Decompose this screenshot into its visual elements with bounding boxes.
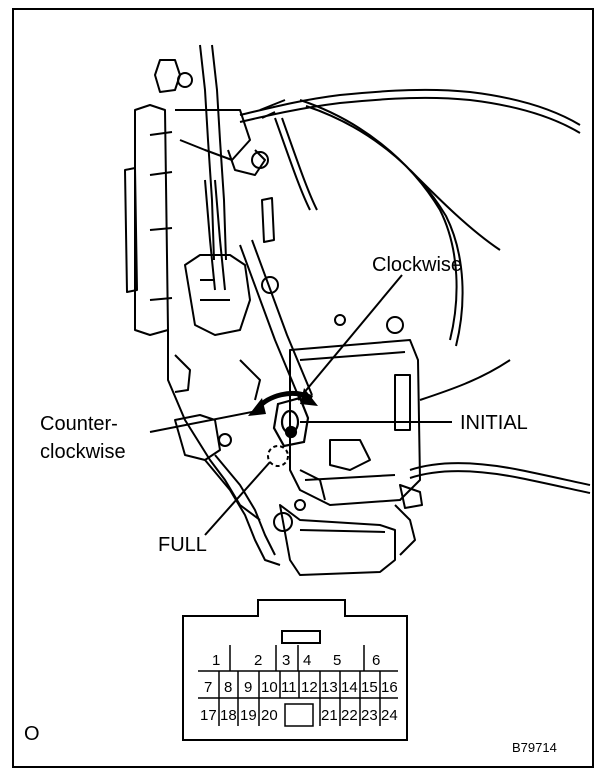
label-counterclockwise-line1: Counter- — [40, 413, 118, 435]
label-counterclockwise-line2: clockwise — [40, 441, 126, 463]
label-initial: INITIAL — [460, 412, 528, 434]
pin-number: 9 — [244, 679, 252, 696]
lock-mechanism-drawing — [124, 44, 591, 576]
pin-number: 20 — [261, 707, 278, 724]
pin-number: 18 — [220, 707, 237, 724]
pin-number: 1 — [212, 652, 220, 669]
lock-knob-full-position — [267, 445, 289, 467]
connector-face — [182, 599, 408, 741]
connector-row-2: 7 8 9 10 11 12 13 14 15 16 — [204, 679, 398, 696]
pin-number: 16 — [381, 679, 398, 696]
full-leader — [204, 461, 271, 536]
figure-code: B79714 — [512, 740, 557, 755]
pin-number: 21 — [321, 707, 338, 724]
arrowhead-clockwise-icon — [300, 388, 318, 406]
pin-number: 13 — [321, 679, 338, 696]
connector-row-3: 17 18 19 20 21 22 23 24 — [200, 707, 398, 724]
pin-number: 12 — [301, 679, 318, 696]
pin-number: 3 — [282, 652, 290, 669]
pin-number: 24 — [381, 707, 398, 724]
figure-frame — [12, 8, 594, 768]
counterclockwise-leader — [149, 409, 263, 433]
label-clockwise: Clockwise — [372, 254, 462, 276]
pin-number: 22 — [341, 707, 358, 724]
pin-number: 17 — [200, 707, 217, 724]
pin-number: 10 — [261, 679, 278, 696]
pin-number: 7 — [204, 679, 212, 696]
connector-row-1: 1 2 3 4 5 6 — [212, 652, 380, 669]
pin-number: 14 — [341, 679, 358, 696]
pin-number: 19 — [240, 707, 257, 724]
pin-number: 23 — [361, 707, 378, 724]
clockwise-leader — [297, 274, 403, 401]
pin-number: 6 — [372, 652, 380, 669]
label-full: FULL — [158, 534, 207, 556]
pin-number: 5 — [333, 652, 341, 669]
pin-number: 11 — [281, 679, 297, 696]
pin-number: 4 — [303, 652, 311, 669]
pin-number: 8 — [224, 679, 232, 696]
pin-number: 2 — [254, 652, 262, 669]
pin-number: 15 — [361, 679, 378, 696]
corner-mark: O — [24, 723, 40, 745]
